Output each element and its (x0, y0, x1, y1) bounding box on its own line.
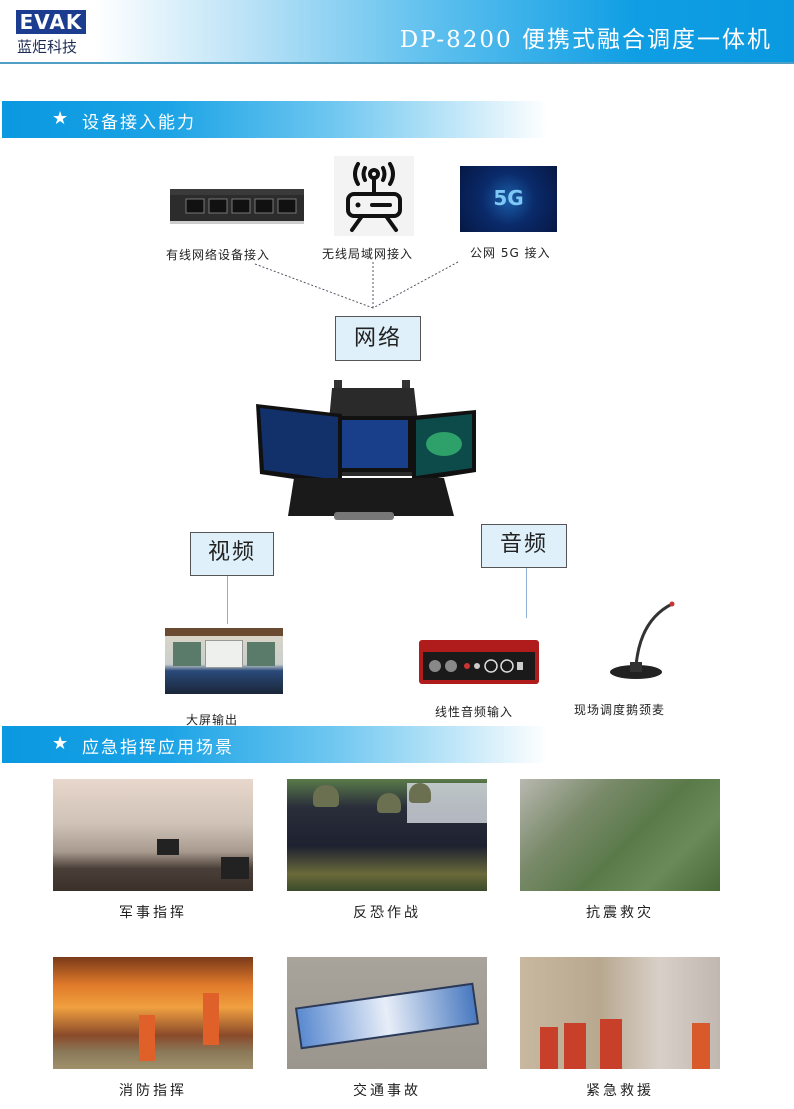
section-title: 应急指挥应用场景 (82, 738, 234, 758)
output-label-mic: 现场调度鹅颈麦 (574, 703, 666, 717)
video-box: 视频 (190, 532, 274, 576)
scene-image-rescue (520, 957, 720, 1069)
scene-image-military (53, 779, 253, 891)
star-icon: ★ (52, 733, 69, 754)
output-label-screen: 大屏输出 (186, 713, 239, 727)
company-name: 蓝炬科技 (17, 38, 78, 56)
section-title: 设备接入能力 (82, 113, 196, 133)
access-label-5g: 公网 5G 接入 (470, 246, 551, 260)
5g-badge: 5G (493, 186, 524, 210)
logo: EVAK (16, 10, 86, 34)
star-icon: ★ (52, 108, 69, 129)
scene-label: 紧急救援 (586, 1083, 654, 1099)
access-label-wired: 有线网络设备接入 (166, 248, 271, 262)
audio-box: 音频 (481, 524, 567, 568)
network-connector-lines (254, 261, 459, 309)
section-header-scenes: ★ 应急指挥应用场景 (2, 726, 548, 763)
audio-interface-image (417, 638, 541, 688)
audio-connector-line (526, 568, 527, 618)
gooseneck-mic-image (600, 600, 676, 682)
scene-label: 消防指挥 (119, 1083, 187, 1099)
scene-label: 反恐作战 (353, 905, 421, 921)
page-header: EVAK 蓝炬科技 DP-8200 便携式融合调度一体机 (0, 0, 794, 64)
wifi-router-icon (334, 156, 414, 236)
scene-image-traffic-accident (287, 957, 487, 1069)
page-title: DP-8200 便携式融合调度一体机 (399, 27, 772, 53)
portable-device-image (254, 376, 480, 522)
scene-image-firefighting (53, 957, 253, 1069)
ethernet-switch-icon (168, 185, 306, 227)
scene-image-earthquake (520, 779, 720, 891)
scene-label: 抗震救灾 (586, 905, 654, 921)
section-header-access: ★ 设备接入能力 (2, 101, 548, 138)
scene-image-counterterror (287, 779, 487, 891)
5g-globe-icon: 5G (460, 166, 557, 232)
access-label-wifi: 无线局域网接入 (322, 247, 414, 261)
control-room-image (165, 628, 283, 694)
network-box: 网络 (335, 316, 421, 361)
output-label-audio: 线性音频输入 (435, 705, 514, 719)
scene-label: 交通事故 (353, 1083, 421, 1099)
scene-label: 军事指挥 (119, 905, 187, 921)
video-connector-line (227, 576, 228, 624)
